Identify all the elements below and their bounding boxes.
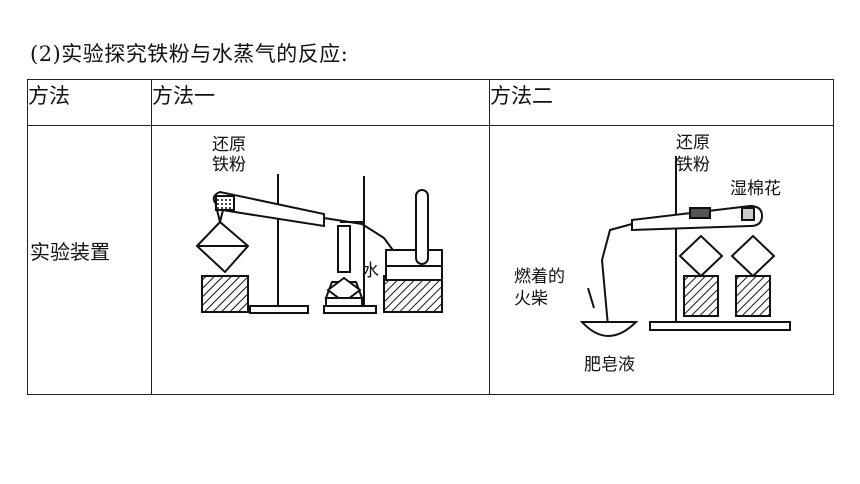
label-soap-solution: 肥皂液 [584,355,635,375]
label-burning-match: 燃着的 [514,267,565,287]
water-flask [324,225,364,307]
label-burning-match-b: 火柴 [514,289,548,309]
label-reduced-iron-2b: 铁粉 [676,155,710,175]
method2-figure-cell: 还原 铁粉 湿棉花 燃着的 火柴 肥皂液 [489,125,834,395]
label-wet-cotton: 湿棉花 [730,179,781,199]
method1-apparatus-diagram: 水 还原 铁粉 [195,135,443,314]
water-trough [383,189,443,313]
table-header-row: 方法 方法一 方法二 [27,79,834,126]
label-reduced-iron-2: 还原 [676,133,710,153]
reaction-tube-2 [601,204,764,327]
alcohol-lamp-left [678,234,724,317]
soap-dish [579,287,639,337]
alcohol-lamp-1 [195,205,250,313]
label-water: 水 [362,261,379,281]
alcohol-lamp-right [730,234,776,317]
table-row: 实验装置 [27,125,834,395]
method1-figure-cell: 水 还原 铁粉 [151,125,490,395]
method2-apparatus-diagram: 还原 铁粉 湿棉花 燃着的 火柴 肥皂液 [514,133,791,375]
row-label-cell: 实验装置 [27,125,152,395]
label-reduced-iron-1b: 铁粉 [212,155,246,175]
row-label-apparatus: 实验装置 [30,239,110,264]
iron-stand-1 [249,174,309,314]
header-method-2: 方法二 [489,79,834,126]
experiment-table: 方法 方法一 方法二 实验装置 [27,79,834,395]
header-method: 方法 [27,79,152,126]
section-heading: (2)实验探究铁粉与水蒸气的反应: [30,42,349,66]
header-method-1: 方法一 [151,79,490,126]
label-reduced-iron-1: 还原 [212,135,246,155]
